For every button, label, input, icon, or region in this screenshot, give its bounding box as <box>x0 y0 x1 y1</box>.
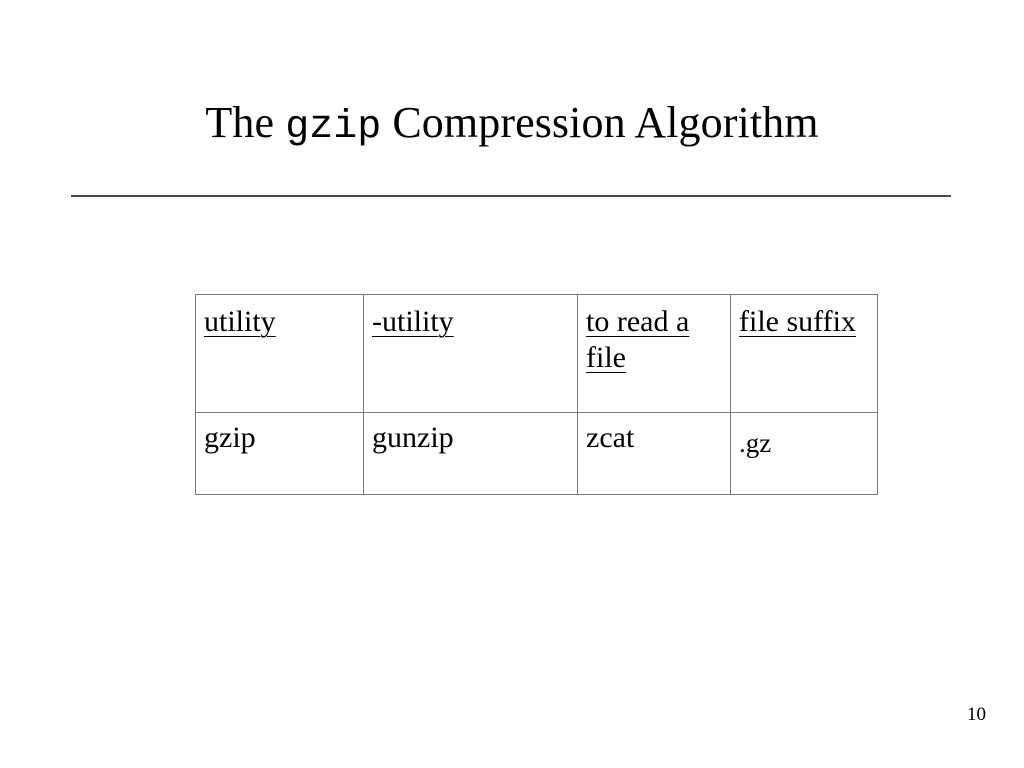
title-mono-term: gzip <box>285 105 382 150</box>
page-number: 10 <box>967 704 986 725</box>
table-cell-inverse-utility: gunzip <box>363 412 578 495</box>
title-suffix: Compression Algorithm <box>381 98 819 147</box>
header-label-suffix: file suffix <box>739 305 856 338</box>
table-header-row: utility -utility to read a file file suf… <box>195 294 878 413</box>
table-cell-utility: gzip <box>195 412 364 495</box>
table-row: gzip gunzip zcat .gz <box>195 412 878 495</box>
title-divider-rule <box>71 195 951 197</box>
value-inverse-utility: gunzip <box>372 421 454 454</box>
table-cell-reader: zcat <box>577 412 731 495</box>
header-label-utility: utility <box>204 305 276 338</box>
table-header-cell-suffix: file suffix <box>730 294 878 413</box>
title-block: The gzip Compression Algorithm <box>0 96 1024 155</box>
table-header-cell-reader: to read a file <box>577 294 731 413</box>
page-title: The gzip Compression Algorithm <box>0 96 1024 155</box>
header-label-inverse-utility: -utility <box>372 305 454 338</box>
table-cell-suffix: .gz <box>730 412 878 495</box>
title-prefix: The <box>205 98 286 147</box>
header-label-reader: to read a file <box>586 305 690 374</box>
value-reader: zcat <box>586 421 635 454</box>
table-header-cell-utility: utility <box>195 294 364 413</box>
table-header-cell-inverse-utility: -utility <box>363 294 578 413</box>
gzip-utility-table: utility -utility to read a file file suf… <box>195 294 878 495</box>
gzip-utility-table-wrapper: utility -utility to read a file file suf… <box>195 294 878 495</box>
value-utility: gzip <box>204 421 256 454</box>
value-suffix: .gz <box>739 428 772 458</box>
